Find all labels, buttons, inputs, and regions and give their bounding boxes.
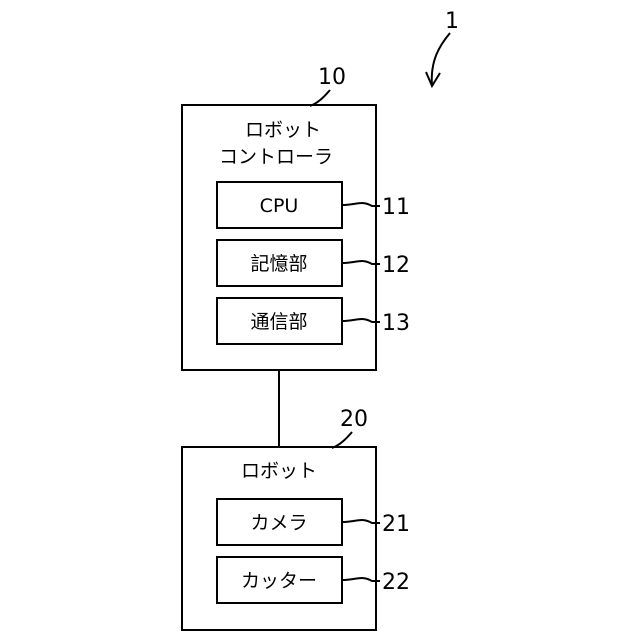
figure-ref-leader: [432, 33, 450, 86]
memory-unit-label: 記憶部: [250, 253, 307, 275]
robot-ref-leader: [332, 432, 352, 448]
camera-ref: 21: [382, 512, 410, 537]
robot-controller-block: 10 ロボット コントローラ CPU 11 記憶部 12 通信部 13: [182, 65, 410, 370]
cpu-ref: 11: [382, 195, 410, 220]
communication-unit-ref: 13: [382, 311, 410, 336]
figure-ref-arrowhead: [426, 72, 440, 86]
robot-controller-title-line2: コントローラ: [219, 146, 333, 168]
robot-ref: 20: [340, 407, 368, 432]
robot-block: 20 ロボット カメラ 21 カッター 22: [182, 407, 410, 630]
camera-label: カメラ: [250, 512, 307, 534]
cutter-ref: 22: [382, 570, 410, 595]
cutter-label: カッター: [241, 570, 317, 592]
memory-unit-ref: 12: [382, 253, 410, 278]
robot-controller-ref: 10: [318, 65, 346, 90]
robot-controller-ref-leader: [310, 90, 330, 106]
communication-unit-label: 通信部: [250, 311, 307, 333]
cpu-label: CPU: [260, 195, 299, 217]
figure-ref-number: 1: [445, 9, 459, 34]
robot-title: ロボット: [241, 460, 317, 482]
robot-controller-title-line1: ロボット: [245, 119, 321, 141]
